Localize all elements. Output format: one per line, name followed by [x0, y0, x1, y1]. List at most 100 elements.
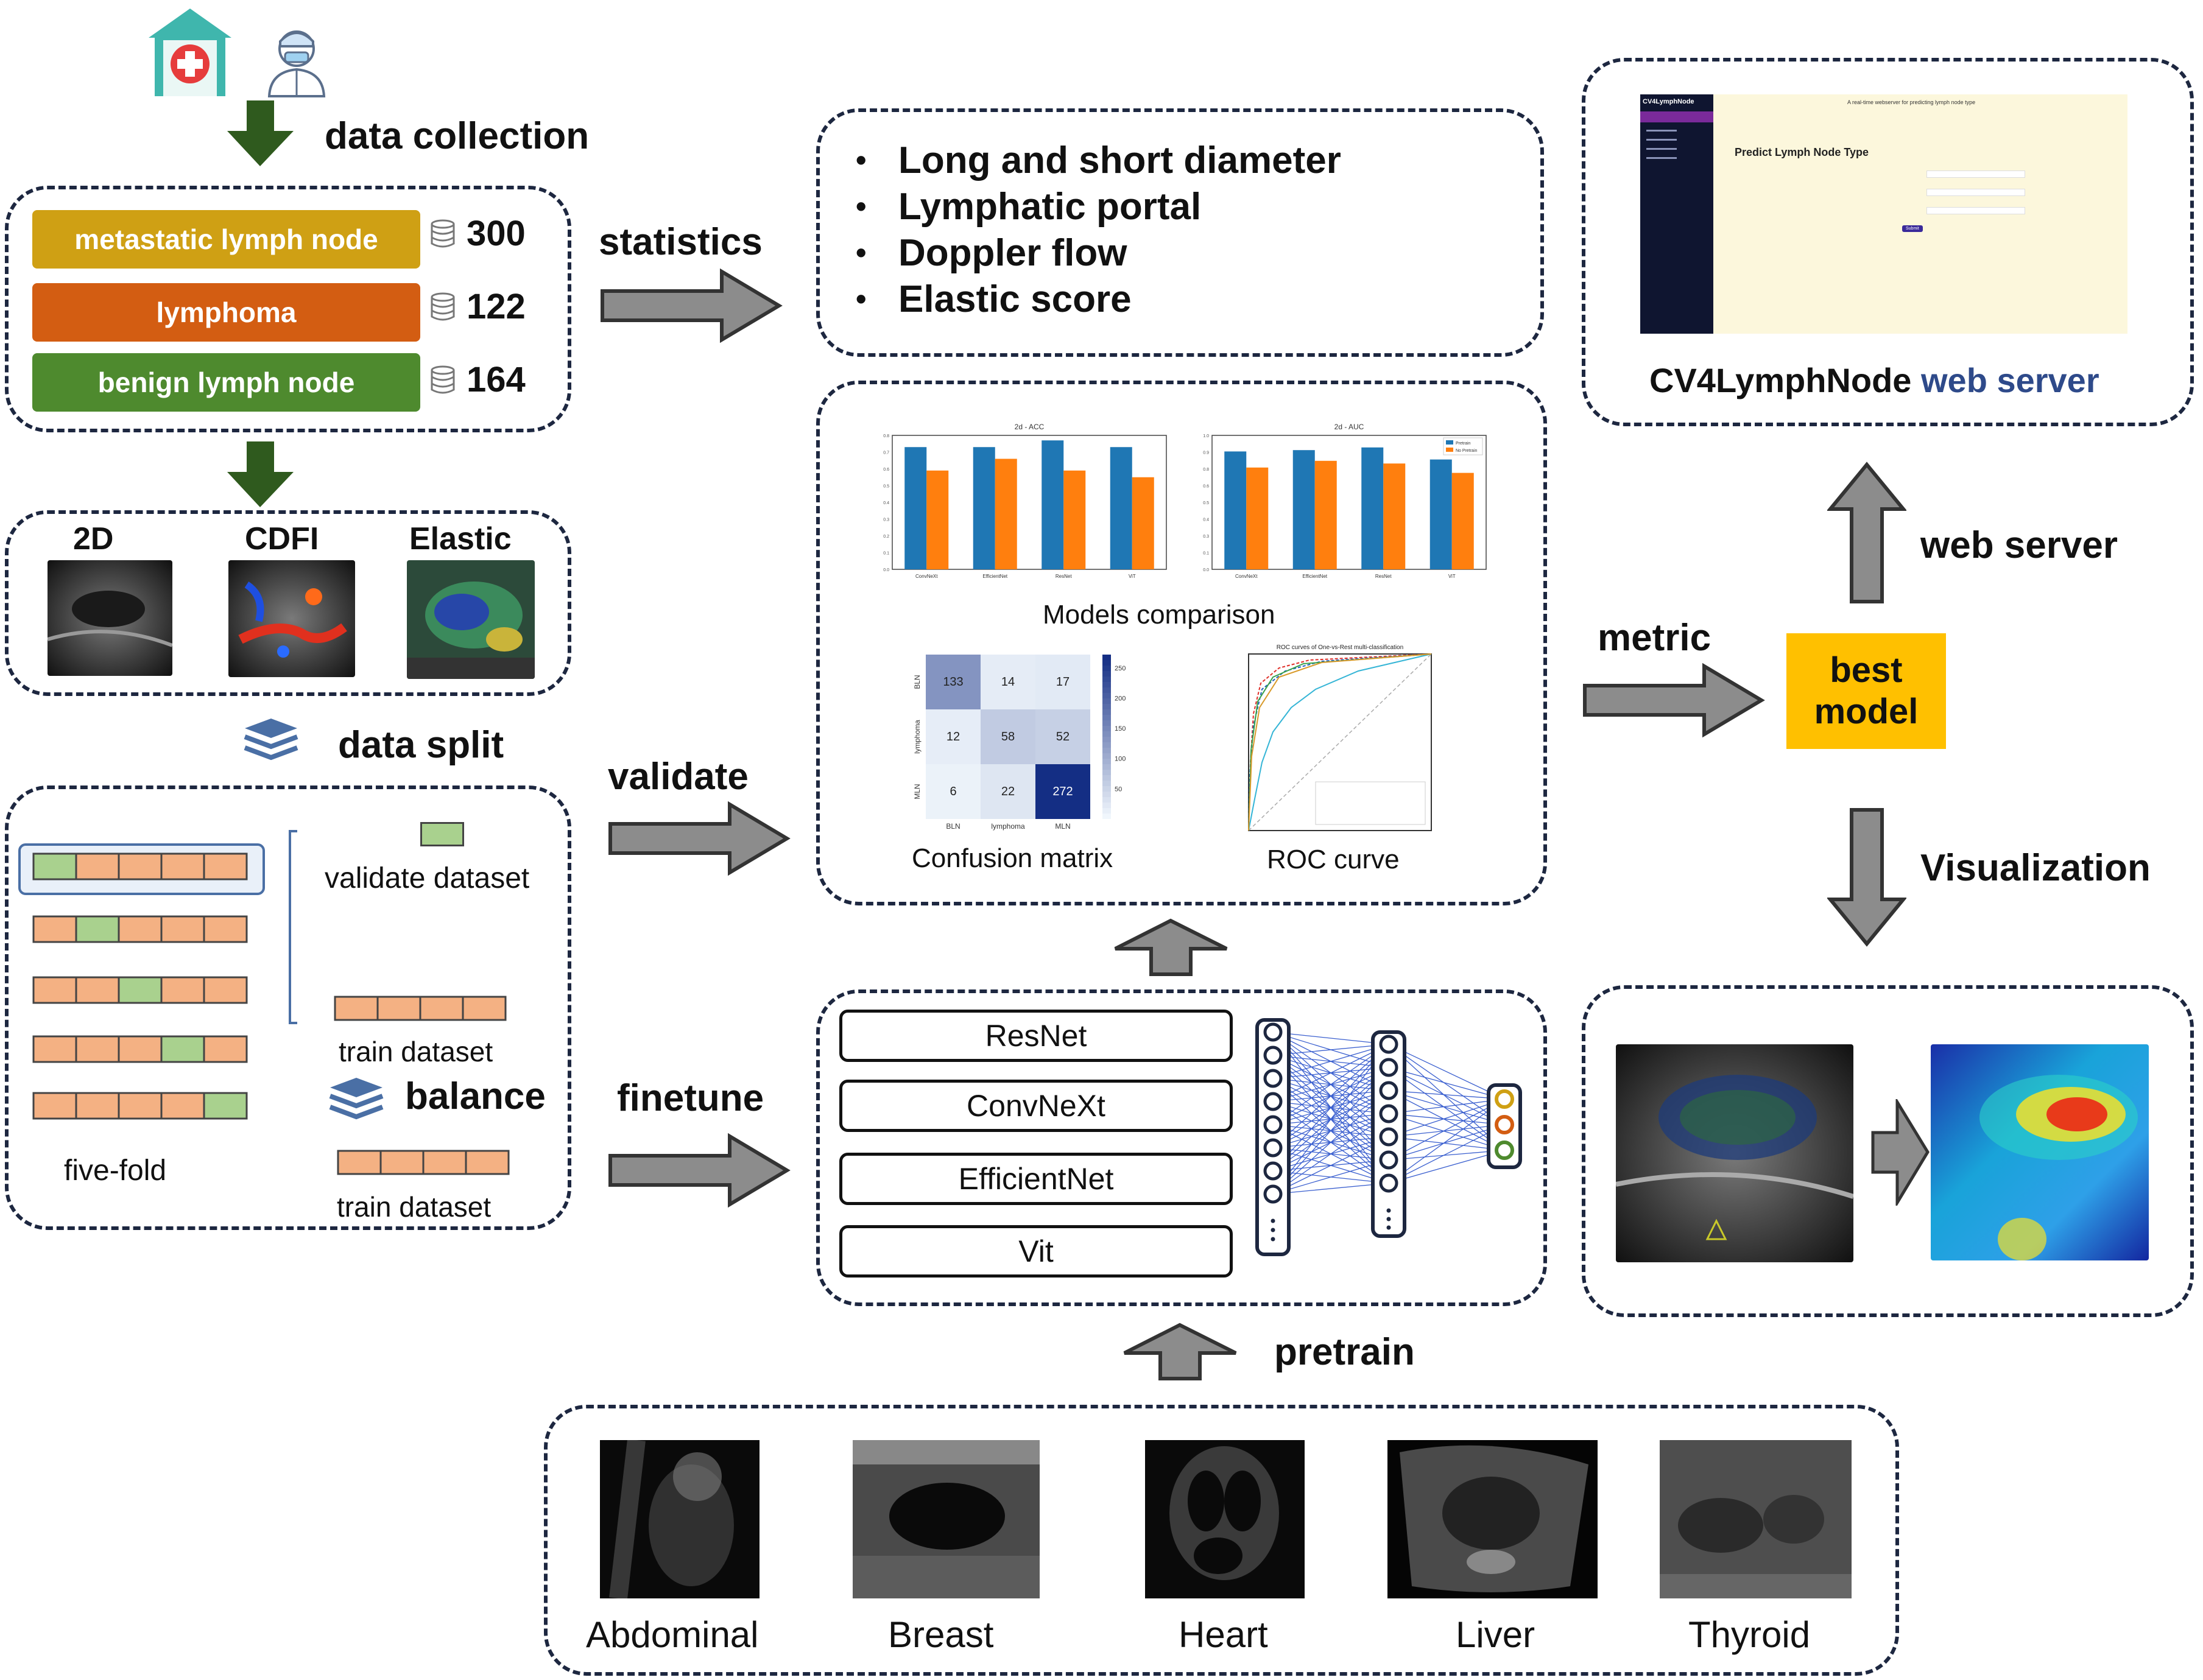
- confusion-matrix-label: Confusion matrix: [912, 843, 1113, 873]
- cm-colorbar: [1102, 715, 1111, 720]
- fold-segment: [160, 976, 205, 1004]
- cm-value: 22: [1001, 785, 1015, 798]
- validate-dataset-label: validate dataset: [325, 862, 530, 894]
- web-server-label: web server: [1920, 524, 2118, 566]
- cm-cell: [926, 709, 981, 764]
- count-benign: 164: [430, 359, 526, 400]
- liver-ultrasound-image: [1387, 1440, 1598, 1598]
- organ-liver-label: Liver: [1456, 1614, 1535, 1655]
- arrow-down-icon: [1826, 807, 1908, 947]
- hospital-icon: [146, 6, 234, 97]
- bar-tick-label: 0.4: [1203, 518, 1209, 522]
- database-icon: [431, 365, 455, 393]
- nn-ellipsis: [1271, 1237, 1275, 1242]
- cm-colorbar: [1102, 682, 1111, 687]
- stat-item: •Long and short diameter: [856, 139, 1341, 181]
- nn-node: [1263, 1138, 1283, 1158]
- bar-category-label: ConvNeXt: [1235, 574, 1258, 579]
- nn-node: [1379, 1058, 1398, 1077]
- fold-segment: [32, 1035, 77, 1063]
- arrow-right-icon: [608, 801, 791, 877]
- fold-segment: [118, 1092, 163, 1120]
- statistics-panel: [816, 108, 1544, 357]
- fold-segment: [118, 852, 163, 880]
- doctor-icon: [262, 24, 332, 97]
- cm-colorbar: [1102, 770, 1111, 775]
- bar: [926, 470, 949, 569]
- roc-title: ROC curves of One-vs-Rest multi-classifi…: [1277, 644, 1403, 651]
- bar-chart-title: 2d - ACC: [1015, 423, 1045, 431]
- bar-tick-label: 0.6: [1203, 485, 1209, 489]
- category-lymphoma: lymphoma: [32, 283, 420, 342]
- nn-node: [1379, 1081, 1398, 1100]
- arrow-up-icon: [1112, 918, 1230, 976]
- web-nav-item[interactable]: [1646, 157, 1677, 159]
- train-dataset-2-label: train dataset: [337, 1191, 492, 1223]
- cm-value: 133: [943, 675, 963, 689]
- modality-cdfi-label: CDFI: [245, 521, 319, 557]
- web-nav-item[interactable]: [1646, 139, 1677, 141]
- nn-edge: [1272, 1044, 1389, 1079]
- train-legend-bar: [334, 996, 507, 1021]
- cm-colorbar: [1102, 720, 1111, 726]
- web-nav-item[interactable]: [1646, 130, 1677, 132]
- bar-chart-title: 2d - AUC: [1334, 423, 1364, 431]
- nn-node: [1263, 1046, 1283, 1065]
- web-headline: A real-time webserver for predicting lym…: [1847, 99, 1976, 105]
- bar-category-label: ResNet: [1375, 574, 1392, 579]
- cm-cell: [1035, 709, 1090, 764]
- pretrain-label: pretrain: [1274, 1331, 1415, 1373]
- cm-colorbar: [1102, 808, 1111, 814]
- web-submit-button[interactable]: Submit: [1902, 225, 1923, 232]
- nn-edge: [1388, 1044, 1505, 1151]
- model-convnext: ConvNeXt: [839, 1080, 1233, 1132]
- web-input[interactable]: [1926, 170, 2025, 178]
- nn-node: [1263, 1161, 1283, 1181]
- bar: [1451, 473, 1474, 569]
- cm-colorbar: [1102, 704, 1111, 709]
- bar-category-label: ViT: [1129, 574, 1136, 579]
- fold-segment: [32, 852, 77, 880]
- fold-segment: [160, 915, 205, 943]
- web-nav-active[interactable]: [1640, 111, 1713, 122]
- cm-colorbar: [1102, 759, 1111, 764]
- nn-node: [1263, 1069, 1283, 1088]
- finetune-label: finetune: [617, 1077, 764, 1119]
- nn-node: [1263, 1022, 1283, 1042]
- models-comparison-label: Models comparison: [1043, 600, 1275, 630]
- bar: [904, 447, 927, 569]
- web-server-panel: [1582, 58, 2194, 426]
- web-nav-item[interactable]: [1646, 148, 1677, 150]
- nn-edge: [1388, 1090, 1505, 1125]
- models-panel: [816, 989, 1547, 1306]
- nn-edge: [1388, 1136, 1505, 1151]
- arrow-right-icon: [1870, 1097, 1931, 1208]
- web-input[interactable]: [1926, 207, 2025, 214]
- split-panel: [5, 786, 571, 1230]
- bar-tick-label: 0.5: [1203, 501, 1209, 505]
- bar-tick-label: 1.0: [1203, 434, 1209, 438]
- modality-2d-label: 2D: [73, 521, 114, 557]
- nn-edge: [1388, 1124, 1505, 1184]
- stat-item: •Elastic score: [856, 278, 1132, 320]
- nn-edge: [1388, 1113, 1505, 1151]
- cm-colorbar: [1102, 786, 1111, 792]
- cm-y-label: MLN: [913, 784, 922, 799]
- nn-edge: [1388, 1124, 1505, 1161]
- cm-colorbar: [1102, 737, 1111, 742]
- nn-edge: [1272, 1159, 1389, 1195]
- cm-colorbar-tick: 250: [1115, 665, 1126, 672]
- nn-node: [1263, 1092, 1283, 1111]
- cm-cell: [981, 655, 1035, 709]
- bar-category-label: EfficientNet: [982, 574, 1008, 579]
- cm-colorbar: [1102, 726, 1111, 731]
- categories-panel: [5, 186, 571, 432]
- roc-curve-label: ROC curve: [1267, 845, 1400, 874]
- ultrasound-2d-image: [48, 560, 172, 676]
- web-input[interactable]: [1926, 189, 2025, 196]
- cm-colorbar: [1102, 655, 1111, 660]
- modalities-panel: [5, 510, 571, 696]
- bar: [1042, 440, 1064, 569]
